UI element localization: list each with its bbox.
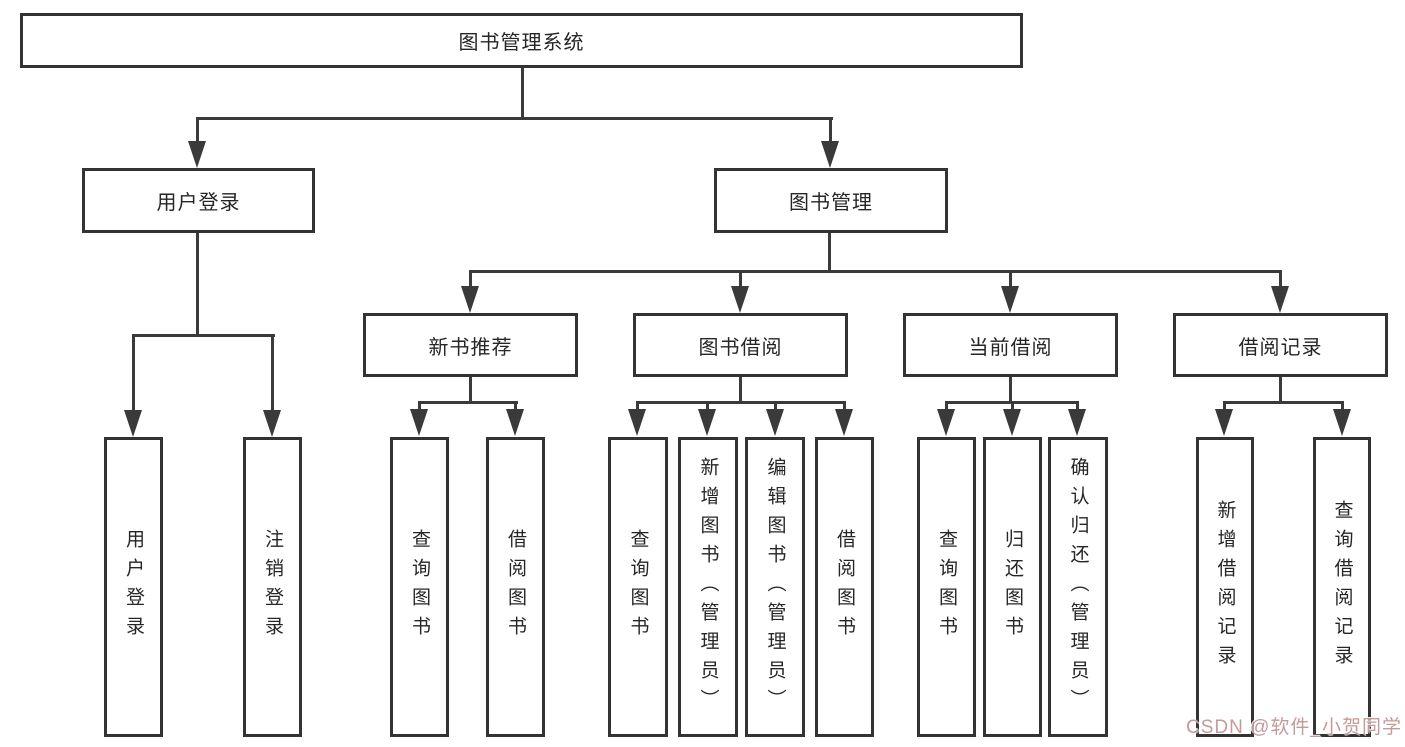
connector-line	[828, 233, 831, 272]
node-current-borrowing: 当前借阅	[903, 313, 1118, 377]
connector-line	[774, 401, 777, 413]
leaf-query-borrow-record: 查询借阅记录	[1313, 437, 1371, 737]
leaf-add-borrow-record: 新增借阅记录	[1196, 437, 1254, 737]
csdn-watermark: CSDN @软件_小贺同学	[1186, 717, 1402, 738]
connector-line	[1011, 401, 1014, 413]
node-label: 确认归还（管理员）	[1067, 456, 1089, 718]
node-label: 新增图书（管理员）	[697, 456, 719, 718]
node-label: 用户登录	[156, 192, 241, 214]
arrow-down-icon	[1001, 286, 1019, 313]
connector-line	[1279, 377, 1282, 403]
node-label: 查询图书	[936, 529, 957, 645]
leaf-query-books-borrow: 查询图书	[608, 437, 668, 737]
connector-line	[469, 377, 472, 403]
arrow-down-icon	[1215, 409, 1233, 436]
arrow-down-icon	[1003, 409, 1021, 436]
connector-line	[1009, 270, 1012, 290]
connector-line	[196, 233, 199, 336]
connector-line	[843, 401, 846, 413]
connector-line	[739, 377, 742, 403]
node-label: 归还图书	[1002, 529, 1023, 645]
connector-line	[1223, 401, 1226, 413]
arrow-down-icon	[506, 409, 524, 436]
node-label: 查询图书	[409, 529, 430, 645]
arrow-down-icon	[461, 286, 479, 313]
node-label: 编辑图书（管理员）	[764, 456, 786, 718]
leaf-return-books: 归还图书	[983, 437, 1042, 737]
connector-line	[945, 401, 948, 413]
arrow-down-icon	[766, 409, 784, 436]
arrow-down-icon	[628, 409, 646, 436]
node-label: 新书推荐	[428, 336, 513, 359]
connector-line	[1076, 401, 1079, 413]
node-label: 图书借阅	[698, 336, 783, 359]
connector-line	[418, 401, 421, 413]
leaf-confirm-return-admin: 确认归还（管理员）	[1048, 437, 1108, 737]
connector-line	[706, 401, 709, 413]
node-label: 图书管理	[789, 192, 873, 214]
node-label: 借阅图书	[505, 529, 526, 645]
connector-line	[469, 270, 472, 290]
arrow-down-icon	[1271, 286, 1289, 313]
leaf-logout-login: 注销登录	[243, 437, 302, 737]
arrow-down-icon	[937, 409, 955, 436]
connector-line	[521, 68, 524, 118]
node-label: 注销登录	[262, 529, 283, 645]
leaf-user-login: 用户登录	[104, 437, 163, 737]
connector-line	[132, 334, 275, 337]
connector-line	[1009, 377, 1012, 403]
node-label: 图书管理系统	[458, 32, 585, 54]
node-label: 借阅记录	[1238, 336, 1323, 359]
arrow-down-icon	[698, 409, 716, 436]
node-label: 当前借阅	[968, 336, 1053, 359]
leaf-query-books-current: 查询图书	[917, 437, 976, 737]
arrow-down-icon	[263, 410, 281, 437]
connector-line	[829, 117, 832, 149]
node-label: 用户登录	[123, 529, 144, 645]
connector-line	[196, 117, 833, 120]
leaf-add-books-admin: 新增图书（管理员）	[678, 437, 738, 737]
arrow-down-icon	[835, 409, 853, 436]
node-label: 查询图书	[627, 529, 649, 645]
connector-line	[1223, 401, 1344, 404]
leaf-borrow-books: 借阅图书	[815, 437, 874, 737]
leaf-edit-books-admin: 编辑图书（管理员）	[745, 437, 805, 737]
node-new-book-recommendation: 新书推荐	[363, 313, 578, 377]
leaf-query-books-recommend: 查询图书	[390, 437, 449, 737]
connector-line	[132, 334, 135, 414]
node-label: 借阅图书	[834, 529, 855, 645]
connector-line	[196, 117, 199, 149]
arrow-down-icon	[731, 286, 749, 313]
connector-line	[514, 401, 517, 413]
connector-line	[636, 401, 639, 413]
node-book-borrowing: 图书借阅	[633, 313, 848, 377]
connector-line	[418, 401, 518, 404]
node-library-system: 图书管理系统	[20, 13, 1023, 68]
node-label: 查询借阅记录	[1331, 500, 1353, 674]
connector-line	[636, 401, 846, 404]
node-label: 新增借阅记录	[1214, 500, 1236, 674]
arrow-down-icon	[410, 409, 428, 436]
arrow-down-icon	[1333, 409, 1351, 436]
node-book-management: 图书管理	[714, 168, 948, 233]
connector-line	[739, 270, 742, 290]
arrow-down-icon	[1068, 409, 1086, 436]
connector-line	[1341, 401, 1344, 413]
arrow-down-icon	[124, 410, 142, 437]
arrow-down-icon	[188, 141, 206, 168]
connector-line	[1279, 270, 1282, 290]
node-borrowing-records: 借阅记录	[1173, 313, 1388, 377]
arrow-down-icon	[821, 141, 839, 168]
node-user-login: 用户登录	[82, 168, 315, 233]
leaf-borrow-books-recommend: 借阅图书	[486, 437, 545, 737]
connector-line	[271, 334, 274, 414]
connector-line	[469, 270, 1282, 273]
